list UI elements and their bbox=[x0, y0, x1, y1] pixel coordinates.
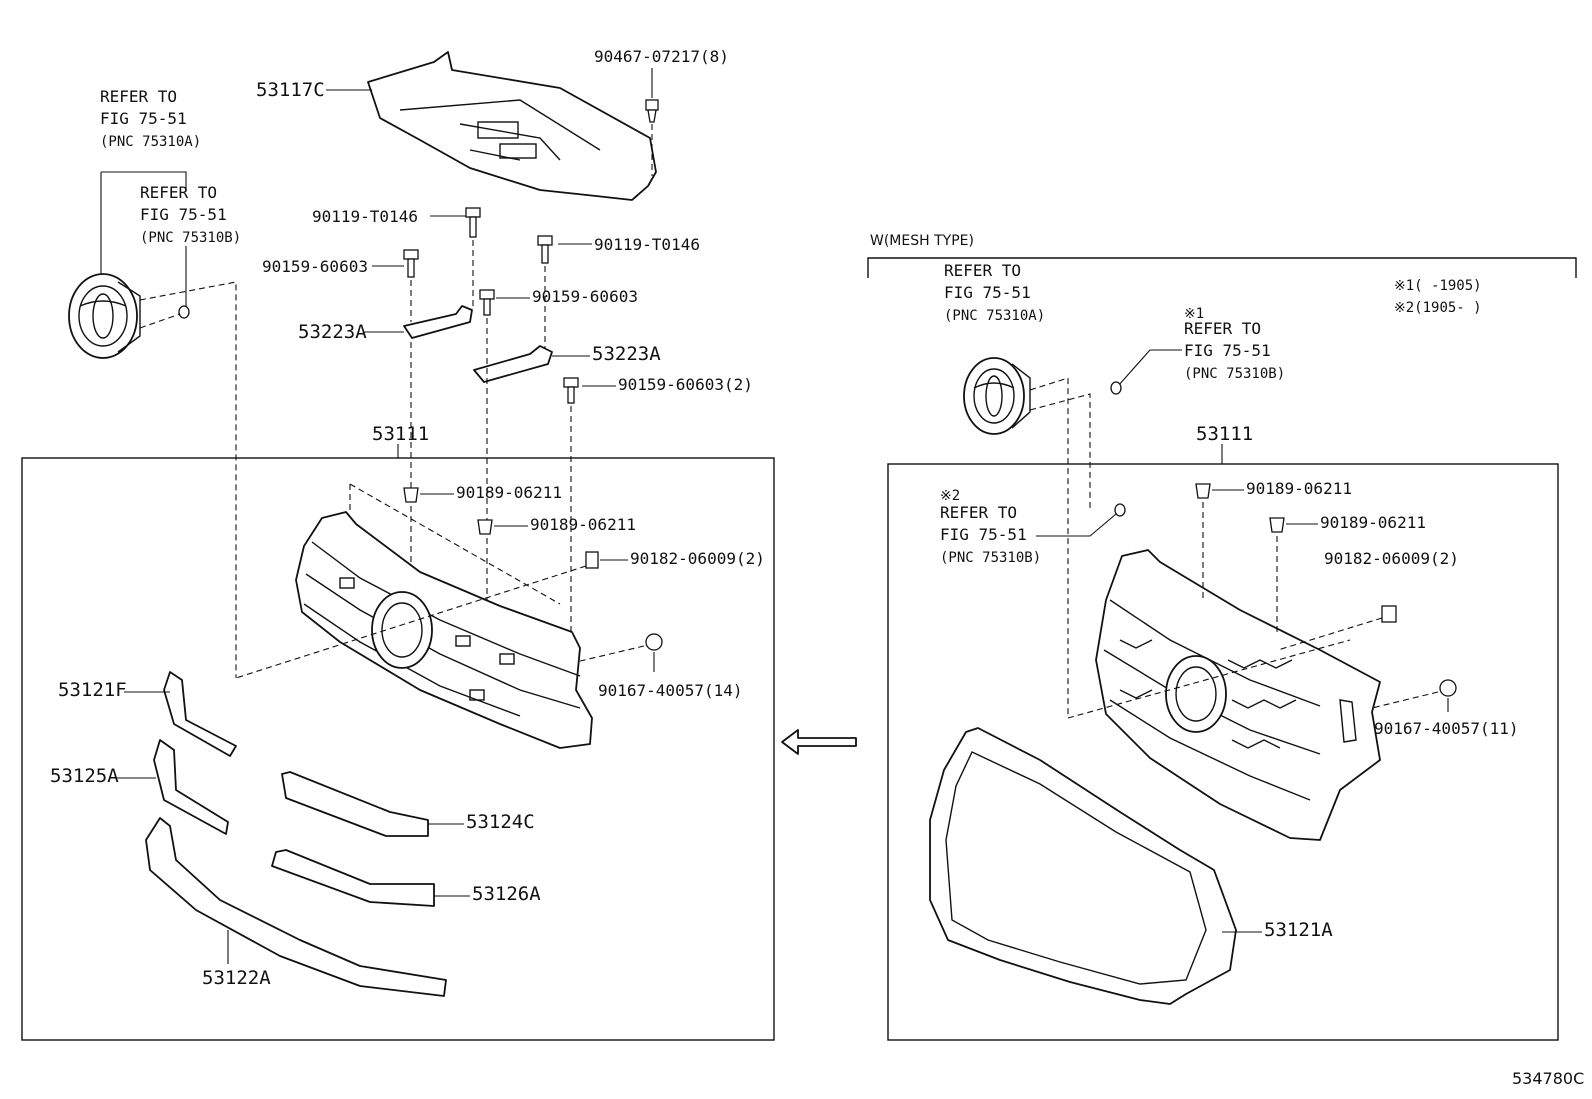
svg-text:FIG 75-51: FIG 75-51 bbox=[1184, 341, 1271, 360]
label-53111-left: 53111 bbox=[372, 423, 429, 445]
label-53223a-b: 53223A bbox=[592, 343, 661, 365]
bolt-90159-a[interactable] bbox=[403, 249, 419, 278]
svg-text:(PNC 75310A): (PNC 75310A) bbox=[944, 308, 1045, 324]
svg-text:FIG 75-51: FIG 75-51 bbox=[100, 109, 187, 128]
clip-90167-right[interactable] bbox=[1439, 679, 1457, 697]
molding-53125a[interactable] bbox=[153, 739, 229, 835]
label-90159-a: 90159-60603 bbox=[262, 257, 368, 276]
emblem-nut-right-2[interactable] bbox=[1114, 503, 1126, 517]
emblem-nut-right-1[interactable] bbox=[1110, 381, 1122, 395]
frame-right bbox=[887, 463, 1559, 1041]
label-53124c: 53124C bbox=[466, 811, 535, 833]
nut-90189-l2[interactable] bbox=[477, 519, 493, 535]
label-53223a-a: 53223A bbox=[298, 321, 367, 343]
svg-text:(PNC 75310B): (PNC 75310B) bbox=[940, 550, 1041, 566]
label-90159-b: 90159-60603 bbox=[532, 287, 638, 306]
refer-right-c: ※2 REFER TO FIG 75-51 (PNC 75310B) bbox=[940, 488, 1041, 566]
grille-surround-53121a[interactable] bbox=[929, 727, 1237, 1005]
refer-right-a: REFER TO FIG 75-51 (PNC 75310A) bbox=[944, 261, 1045, 324]
molding-53124c[interactable] bbox=[281, 771, 429, 837]
emblem-nut-left[interactable] bbox=[178, 305, 190, 319]
emblem-right[interactable] bbox=[963, 357, 1031, 435]
bolt-90159-b[interactable] bbox=[479, 289, 495, 316]
label-53122a: 53122A bbox=[202, 967, 271, 989]
label-53121a: 53121A bbox=[1264, 919, 1333, 941]
label-90182-right: 90182-06009(2) bbox=[1324, 549, 1459, 568]
radiator-grille-53111-mesh[interactable] bbox=[1095, 549, 1381, 841]
nut-90189-r1[interactable] bbox=[1195, 483, 1211, 499]
molding-53122a[interactable] bbox=[145, 817, 447, 997]
bracket-53223a-a[interactable] bbox=[403, 305, 473, 339]
molding-53121f[interactable] bbox=[163, 671, 237, 757]
label-90167-left: 90167-40057(14) bbox=[598, 681, 743, 700]
nut-90189-l1[interactable] bbox=[403, 487, 419, 503]
label-53121f: 53121F bbox=[58, 679, 127, 701]
svg-text:(PNC 75310A): (PNC 75310A) bbox=[100, 134, 201, 150]
svg-text:REFER TO: REFER TO bbox=[1184, 319, 1261, 338]
radiator-grille-53111-left[interactable] bbox=[295, 511, 593, 749]
bracket-53223a-b[interactable] bbox=[473, 345, 553, 383]
svg-text:REFER TO: REFER TO bbox=[940, 503, 1017, 522]
svg-text:(PNC 75310B): (PNC 75310B) bbox=[1184, 366, 1285, 382]
bolt-90159-c[interactable] bbox=[563, 377, 579, 404]
label-53117c: 53117C bbox=[256, 79, 325, 101]
label-53126a: 53126A bbox=[472, 883, 541, 905]
svg-text:REFER TO: REFER TO bbox=[100, 87, 177, 106]
refer-left-a: REFER TO FIG 75-51 (PNC 75310A) bbox=[100, 87, 201, 150]
label-53125a: 53125A bbox=[50, 765, 119, 787]
label-90119-b: 90119-T0146 bbox=[594, 235, 700, 254]
nut-90189-r2[interactable] bbox=[1269, 517, 1285, 533]
svg-text:※1: ※1 bbox=[1184, 306, 1204, 322]
label-90189-r2: 90189-06211 bbox=[1320, 513, 1426, 532]
svg-text:REFER TO: REFER TO bbox=[944, 261, 1021, 280]
label-90189-l1: 90189-06211 bbox=[456, 483, 562, 502]
clip-90182-left[interactable] bbox=[585, 551, 599, 569]
emblem-left[interactable] bbox=[68, 273, 141, 359]
label-90167-right: 90167-40057(11) bbox=[1374, 719, 1519, 738]
svg-text:FIG 75-51: FIG 75-51 bbox=[940, 525, 1027, 544]
label-90189-r1: 90189-06211 bbox=[1246, 479, 1352, 498]
mesh-type-bracket bbox=[867, 257, 1577, 278]
clip-90182-right[interactable] bbox=[1381, 605, 1397, 623]
clip-90167-left[interactable] bbox=[645, 633, 663, 651]
bolt-90119-a[interactable] bbox=[465, 207, 481, 238]
label-90182-left: 90182-06009(2) bbox=[630, 549, 765, 568]
mesh-note-2: ※2(1905- ) bbox=[1394, 300, 1482, 316]
label-90467: 90467-07217(8) bbox=[594, 47, 729, 66]
figure-code: 534780C bbox=[1512, 1069, 1584, 1088]
molding-53126a[interactable] bbox=[271, 849, 435, 907]
clip-90467[interactable] bbox=[645, 99, 659, 123]
replacement-arrow bbox=[781, 729, 857, 755]
svg-text:REFER TO: REFER TO bbox=[140, 183, 217, 202]
label-90119-a: 90119-T0146 bbox=[312, 207, 418, 226]
label-53111-right: 53111 bbox=[1196, 423, 1253, 445]
refer-right-b: ※1 REFER TO FIG 75-51 (PNC 75310B) bbox=[1184, 306, 1285, 382]
svg-text:FIG 75-51: FIG 75-51 bbox=[140, 205, 227, 224]
mesh-note-1: ※1( -1905) bbox=[1394, 278, 1482, 294]
label-90189-l2: 90189-06211 bbox=[530, 515, 636, 534]
bolt-90119-b[interactable] bbox=[537, 235, 553, 264]
mesh-type-title: W(MESH TYPE) bbox=[870, 233, 974, 249]
label-90159-c: 90159-60603(2) bbox=[618, 375, 753, 394]
svg-text:FIG 75-51: FIG 75-51 bbox=[944, 283, 1031, 302]
svg-text:※2: ※2 bbox=[940, 488, 960, 504]
svg-text:(PNC 75310B): (PNC 75310B) bbox=[140, 230, 241, 246]
under-cover-53117c[interactable] bbox=[367, 51, 657, 201]
refer-left-b: REFER TO FIG 75-51 (PNC 75310B) bbox=[140, 183, 241, 246]
frame-left bbox=[21, 457, 775, 1041]
